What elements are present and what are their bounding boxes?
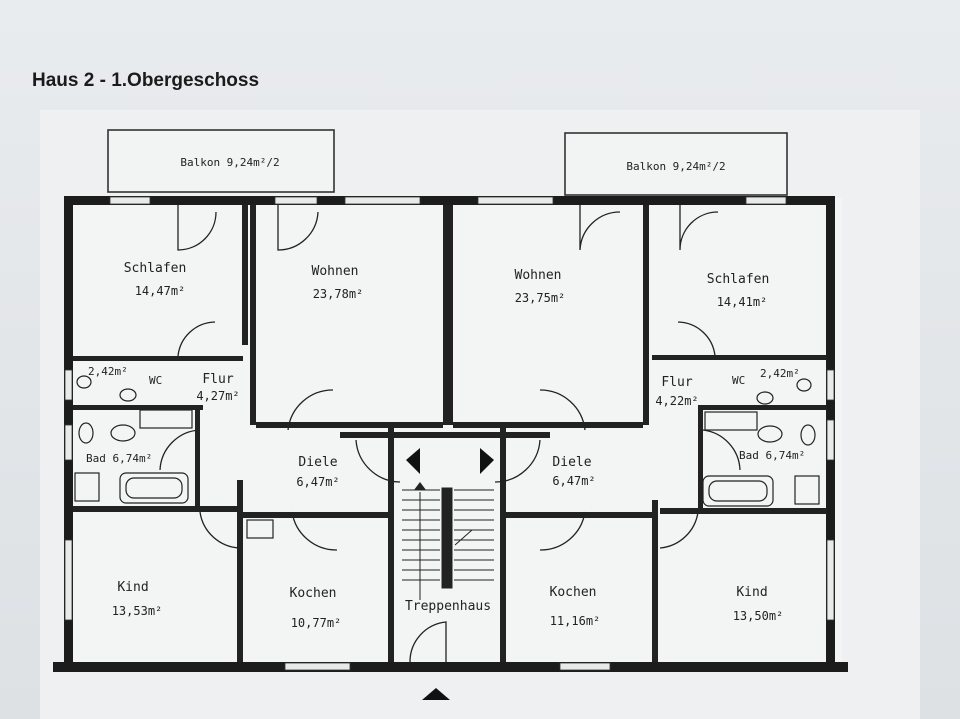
- diele-left-area: 6,47m²: [296, 475, 339, 489]
- side-windows: [64, 369, 835, 621]
- balcony-right-label: Balkon 9,24m²/2: [626, 160, 725, 173]
- stair-arrow-icon: [414, 482, 426, 490]
- flur-right-area: 4,22m²: [655, 394, 698, 408]
- kind-right-name: Kind: [736, 585, 767, 600]
- kind-right-area: 13,50m²: [733, 609, 784, 623]
- flur-right-name: Flur: [661, 375, 692, 390]
- staircase: [402, 487, 494, 600]
- wohnen-right-name: Wohnen: [515, 268, 562, 283]
- kochen-right-name: Kochen: [550, 585, 597, 600]
- wohnen-left-name: Wohnen: [312, 264, 359, 279]
- kind-left-area: 13,53m²: [112, 604, 163, 618]
- balcony-right: Balkon 9,24m²/2: [564, 132, 788, 196]
- bath-fixtures-right: [702, 378, 820, 507]
- schlafen-left-area: 14,47m²: [135, 284, 186, 298]
- doors: [159, 205, 741, 663]
- schlafen-right-name: Schlafen: [707, 272, 770, 287]
- kochen-right-area: 11,16m²: [550, 614, 601, 628]
- wc-right-name: WC: [732, 374, 745, 387]
- balcony-left: Balkon 9,24m²/2: [107, 129, 335, 193]
- wc-left-area: 2,42m²: [88, 365, 128, 378]
- arrow-right-icon: [480, 448, 494, 474]
- wohnen-right-area: 23,75m²: [515, 291, 566, 305]
- schlafen-left-name: Schlafen: [124, 261, 187, 276]
- balcony-left-label: Balkon 9,24m²/2: [180, 156, 279, 169]
- wc-left-name: WC: [149, 374, 162, 387]
- kind-left-name: Kind: [117, 580, 148, 595]
- kochen-left-area: 10,77m²: [291, 616, 342, 630]
- flur-left-area: 4,27m²: [196, 389, 239, 403]
- wohnen-left-area: 23,78m²: [313, 287, 364, 301]
- flur-left-name: Flur: [202, 372, 233, 387]
- kochen-left-name: Kochen: [290, 586, 337, 601]
- interior-walls: [73, 205, 827, 662]
- bad-left-label: Bad 6,74m²: [86, 452, 152, 465]
- top-windows: [109, 196, 787, 205]
- kitchen-appliance: [246, 519, 274, 539]
- entrance-arrow-icon: [422, 688, 450, 700]
- wc-right-area: 2,42m²: [760, 367, 800, 380]
- bottom-windows: [284, 662, 611, 671]
- bath-fixtures-left: [74, 375, 193, 504]
- treppenhaus-name: Treppenhaus: [405, 599, 491, 614]
- diele-left-name: Diele: [298, 455, 337, 470]
- diele-right-area: 6,47m²: [552, 474, 595, 488]
- schlafen-right-area: 14,41m²: [717, 295, 768, 309]
- page-title: Haus 2 - 1.Obergeschoss: [32, 70, 260, 91]
- bad-right-label: Bad 6,74m²: [739, 449, 805, 462]
- arrow-left-icon: [406, 448, 420, 474]
- diele-right-name: Diele: [552, 455, 591, 470]
